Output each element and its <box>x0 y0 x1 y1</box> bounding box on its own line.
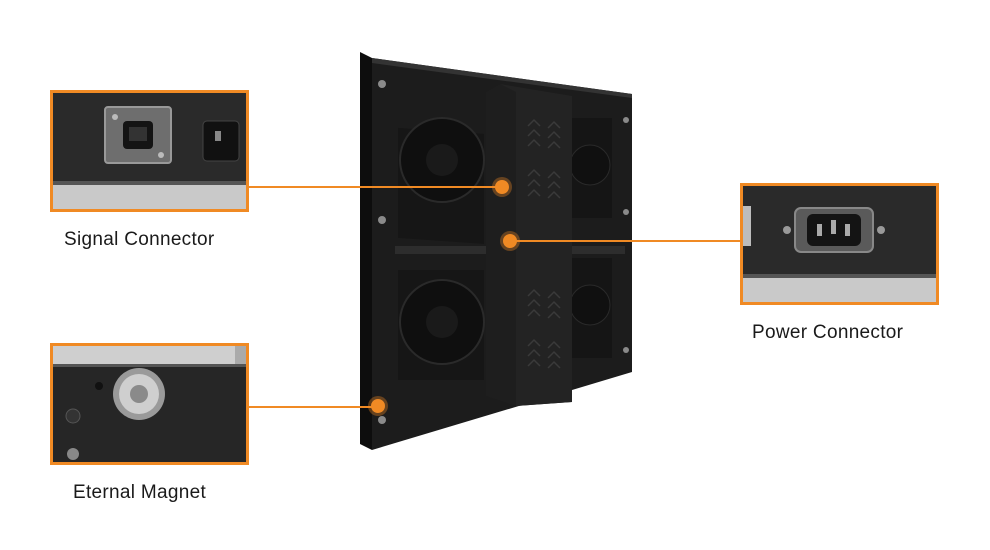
magnet-hotspot <box>371 399 385 413</box>
magnet-inset <box>50 343 249 465</box>
magnet-photo <box>53 346 246 462</box>
power-leader-line <box>510 240 742 242</box>
power-connector-label: Power Connector <box>752 322 904 343</box>
fan-housing-right <box>569 118 612 358</box>
fan-housing-bottom-left <box>398 270 485 380</box>
power-connector-hotspot <box>503 234 517 248</box>
signal-connector-hotspot <box>495 180 509 194</box>
magnet-label: Eternal Magnet <box>73 482 207 503</box>
power-connector-photo <box>743 186 936 302</box>
control-box <box>486 84 572 406</box>
signal-connector-label: Signal Connector <box>64 229 215 250</box>
magnet-leader-line <box>248 406 378 408</box>
signal-connector-inset <box>50 90 249 212</box>
power-connector-inset <box>740 183 939 305</box>
signal-leader-line <box>248 186 502 188</box>
signal-connector-photo <box>53 93 246 209</box>
fan-housing-top-left <box>398 117 485 244</box>
